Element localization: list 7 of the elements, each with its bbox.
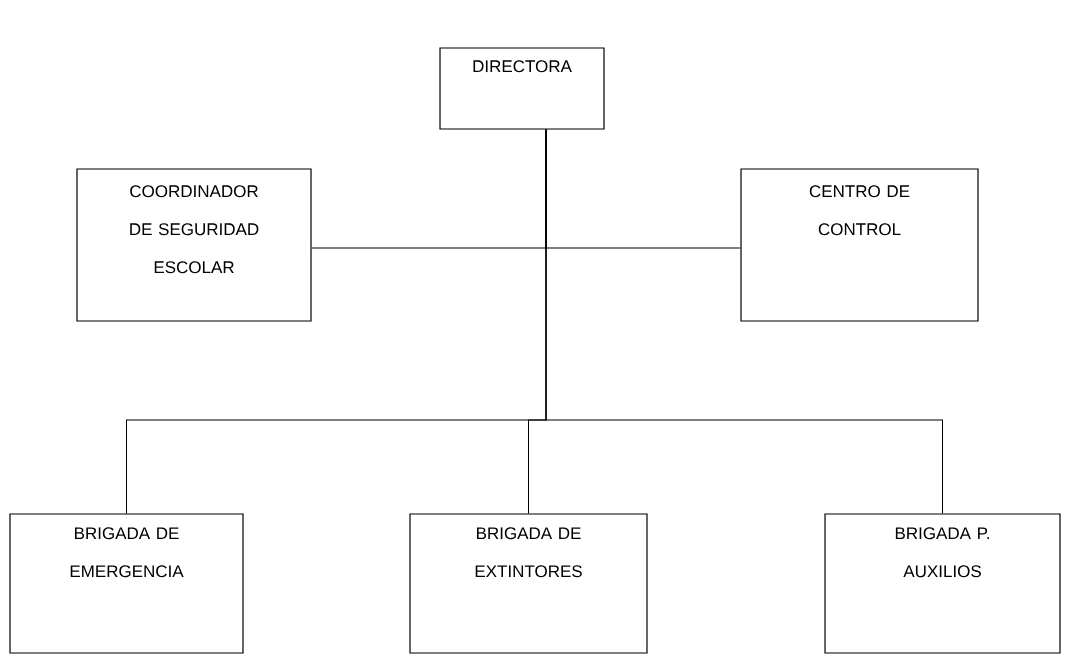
- org-box: CENTRO DE CONTROL: [740, 168, 979, 322]
- org-box: DIRECTORA: [439, 47, 605, 130]
- org-box: BRIGADA DE EMERGENCIA: [9, 513, 244, 654]
- org-box: BRIGADA P. AUXILIOS: [824, 513, 1061, 654]
- org-box: BRIGADA DE EXTINTORES: [409, 513, 648, 654]
- org-box: COORDINADOR DE SEGURIDAD ESCOLAR: [76, 168, 312, 322]
- connector-line: [545, 129, 943, 514]
